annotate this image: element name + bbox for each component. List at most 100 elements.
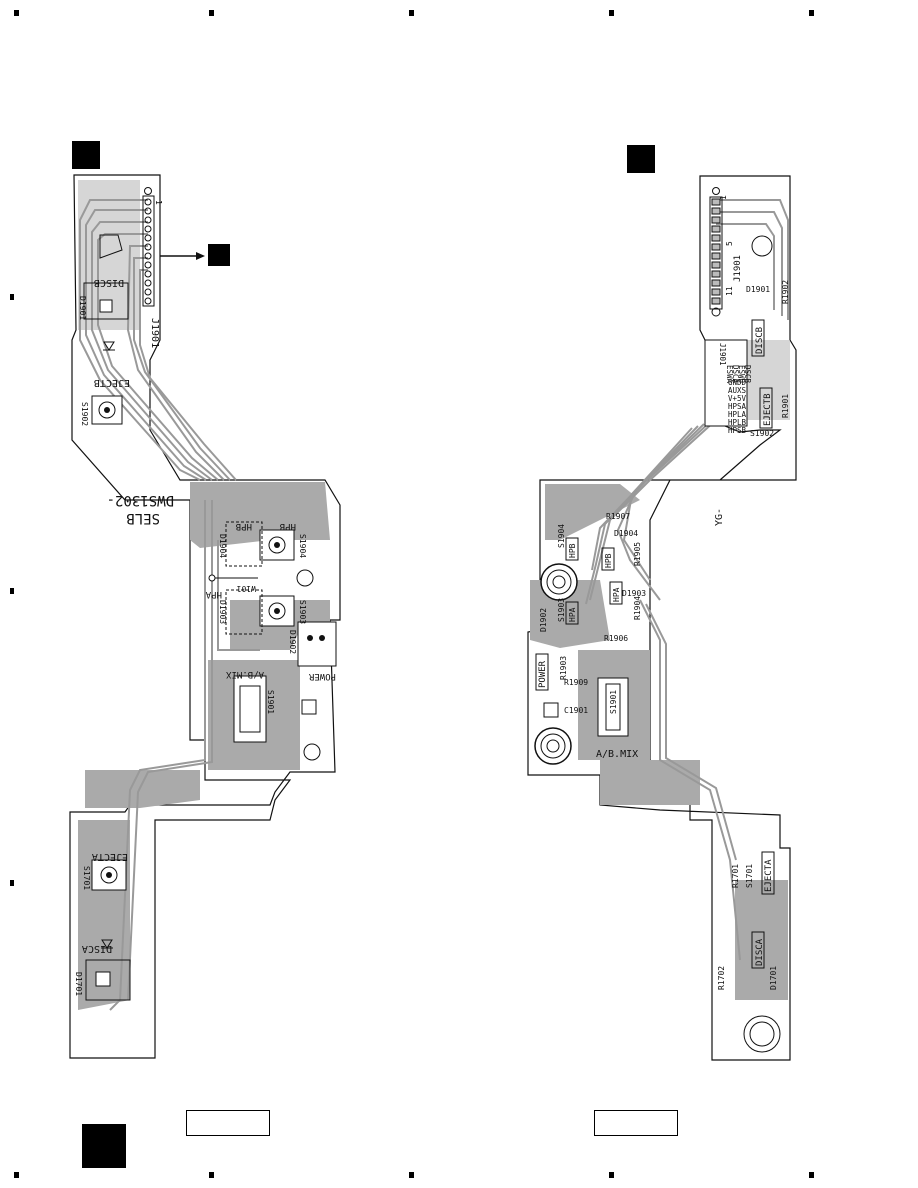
registration-mark — [609, 10, 614, 16]
label-power: POWER — [538, 660, 548, 688]
copper-area — [545, 484, 640, 540]
label-pin5: 5 — [725, 241, 734, 246]
jack-ring — [749, 1021, 775, 1047]
pin-legend-10: HPLB — [728, 418, 747, 427]
label-d1701: D1701 — [769, 966, 778, 990]
label-j1901: J1901 — [149, 318, 160, 348]
pin-legend-8: HPSA — [728, 402, 747, 411]
left-caption-box — [186, 1110, 270, 1136]
pin-legend-7: V+5V — [728, 394, 747, 403]
label-box-disc-b — [751, 319, 765, 357]
registration-mark — [409, 1172, 414, 1178]
label-hpa: HPA — [568, 607, 577, 622]
label-d1902: D1902 — [539, 608, 548, 632]
mounting-hole-icon — [751, 235, 773, 257]
registration-mark — [809, 10, 814, 16]
label-pin11: 11 — [725, 286, 734, 296]
switch-s1904 — [225, 521, 295, 567]
label-eject-b: EJECTB — [763, 393, 773, 426]
label-pin1: 1 — [154, 200, 163, 205]
label-r1903: R1903 — [559, 656, 568, 680]
label-s1904: S1904 — [557, 524, 566, 548]
board-variant: SELB — [126, 510, 160, 526]
label-r1901: R1901 — [781, 394, 790, 418]
connector-j1901 — [142, 187, 155, 307]
switch-s1903 — [225, 589, 295, 635]
registration-mark — [10, 588, 14, 594]
label-r1909: R1909 — [564, 678, 588, 687]
copper-area — [740, 340, 790, 420]
registration-mark — [10, 880, 14, 886]
label-d1901: D1901 — [78, 296, 87, 320]
registration-mark — [809, 1172, 814, 1178]
right-caption-box — [594, 1110, 678, 1136]
pin-legend-2: DSCA — [731, 365, 740, 384]
label-r1906: R1906 — [604, 634, 628, 643]
label-d1904: D1904 — [218, 534, 227, 558]
jack-icon — [540, 563, 578, 601]
label-s1902: S1902 — [80, 402, 89, 426]
label-box-disc-a — [751, 931, 765, 969]
board-designation: DWS1302- — [107, 492, 174, 508]
pin-legend-5: GNDD — [728, 378, 747, 387]
label-r1701: R1701 — [731, 864, 740, 888]
label-hpa: HPA — [205, 589, 222, 599]
copper-area — [600, 760, 700, 805]
label-box-eject-a — [761, 851, 775, 895]
jack-icon — [743, 1015, 781, 1053]
led-d1701 — [85, 939, 131, 1001]
label-s1903: S1903 — [298, 600, 307, 624]
mounting-hole-icon — [296, 569, 314, 587]
led-d1901 — [83, 282, 129, 351]
switch-s1901 — [233, 675, 267, 743]
label-disc-a: DISCA — [82, 943, 112, 954]
label-hpb2: HPB — [604, 553, 613, 568]
registration-mark — [14, 1172, 19, 1178]
pcb-traces — [79, 199, 260, 1011]
label-disc-a: DISCA — [755, 938, 765, 966]
pin-legend-0: J1901 — [718, 343, 727, 366]
label-hpb: HPB — [236, 521, 252, 531]
pcb-traces — [585, 199, 789, 961]
label-r1907: R1907 — [606, 512, 630, 521]
right-board: J1901 ESWA DSCA ESWB DSCB GNDD AUXS V+5V… — [527, 175, 797, 1061]
label-box-eject-b — [759, 387, 773, 429]
copper-area — [190, 482, 330, 548]
label-box-hpb2 — [601, 547, 615, 571]
pin-legend-11: HPSB — [728, 426, 747, 435]
label-s1902: S1902 — [750, 429, 774, 438]
jack-icon — [534, 727, 572, 765]
switch-s1701 — [91, 859, 127, 891]
label-s1903: S1903 — [557, 598, 566, 622]
label-r1702: R1702 — [717, 966, 726, 990]
label-s1904: S1904 — [298, 534, 307, 558]
label-r1904: R1904 — [633, 596, 642, 620]
pin-legend-9: HPLA — [728, 410, 747, 419]
label-eject-b: EJECTB — [94, 377, 130, 388]
label-d1902: D1902 — [288, 630, 297, 654]
label-disc-b: DISCB — [755, 327, 765, 354]
label-ab-mix: A/B.MIX — [225, 669, 264, 679]
switch-s1901-solder — [597, 677, 629, 737]
label-eject-a: EJECTA — [764, 859, 774, 892]
label-hpb-2: HPB — [280, 521, 296, 531]
connector-ref-marker — [208, 244, 230, 266]
registration-mark — [14, 10, 19, 16]
label-box-hpa — [565, 601, 579, 625]
label-box-hpa2 — [609, 581, 623, 605]
pin-legend-box — [704, 339, 748, 427]
pin-legend-4: DSCB — [743, 365, 752, 384]
label-box-power — [535, 653, 549, 691]
label-d1903: D1903 — [622, 589, 646, 598]
label-s1901: S1901 — [609, 690, 618, 714]
section-marker-left — [72, 141, 100, 169]
label-s1901: S1901 — [266, 690, 275, 714]
label-d1901: D1901 — [746, 285, 770, 294]
registration-mark — [409, 10, 414, 16]
label-pin1: 1 — [719, 195, 728, 200]
label-s1701: S1701 — [82, 866, 91, 890]
label-w101: W101 — [237, 584, 256, 593]
label-d1903: D1903 — [218, 600, 227, 624]
pin-legend-6: AUXS — [728, 386, 747, 395]
